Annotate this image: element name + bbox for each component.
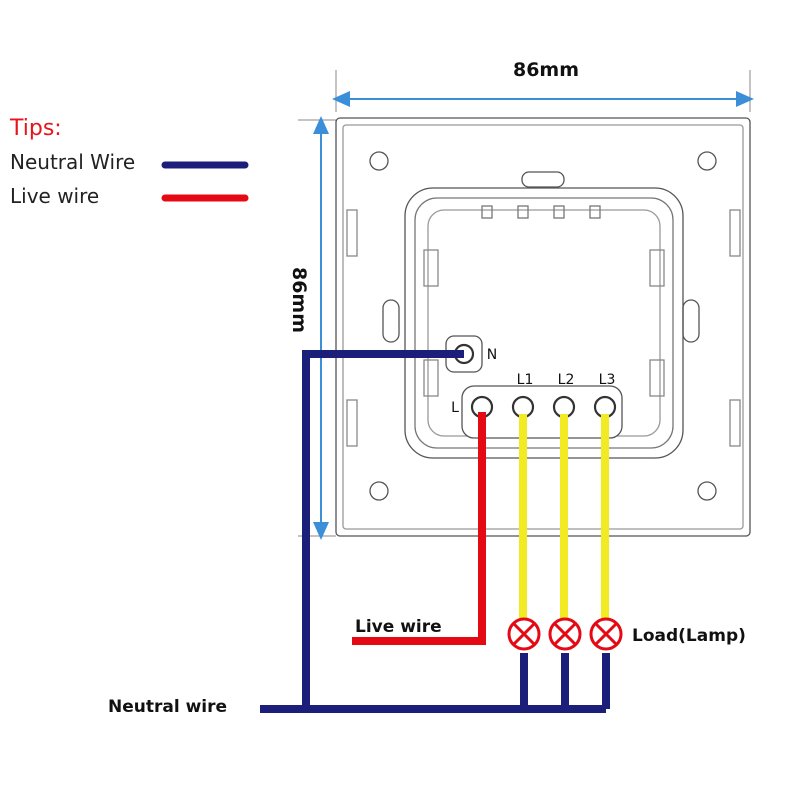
mount-hole-icon — [369, 151, 389, 171]
terminal-l2-label: L2 — [558, 372, 575, 388]
terminal-l1-label: L1 — [517, 372, 534, 388]
live-wire-label: Live wire — [355, 617, 442, 637]
terminal-l3-label: L3 — [599, 372, 616, 388]
lamps — [507, 617, 623, 651]
lamp-icon — [548, 617, 582, 651]
lamp-icon — [507, 617, 541, 651]
lamp-icon — [589, 617, 623, 651]
mount-hole-icon — [697, 151, 717, 171]
terminal-l-label: L — [451, 400, 459, 416]
legend-live-label: Live wire — [10, 184, 100, 208]
mount-hole-icon — [369, 481, 389, 501]
load-wires — [519, 414, 609, 618]
live-wire — [352, 412, 486, 645]
tips-title: Tips: — [10, 116, 62, 141]
neutral-wire — [260, 350, 610, 713]
height-dimension-label: 86mm — [288, 267, 310, 333]
neutral-wire-label: Neutral wire — [108, 697, 227, 717]
load-lamp-label: Load(Lamp) — [632, 626, 746, 646]
mount-hole-icon — [697, 481, 717, 501]
switch-plate — [335, 117, 751, 537]
width-dimension-label: 86mm — [513, 59, 579, 81]
terminal-n-label: N — [487, 347, 497, 363]
legend-neutral-label: Neutral Wire — [10, 150, 136, 174]
